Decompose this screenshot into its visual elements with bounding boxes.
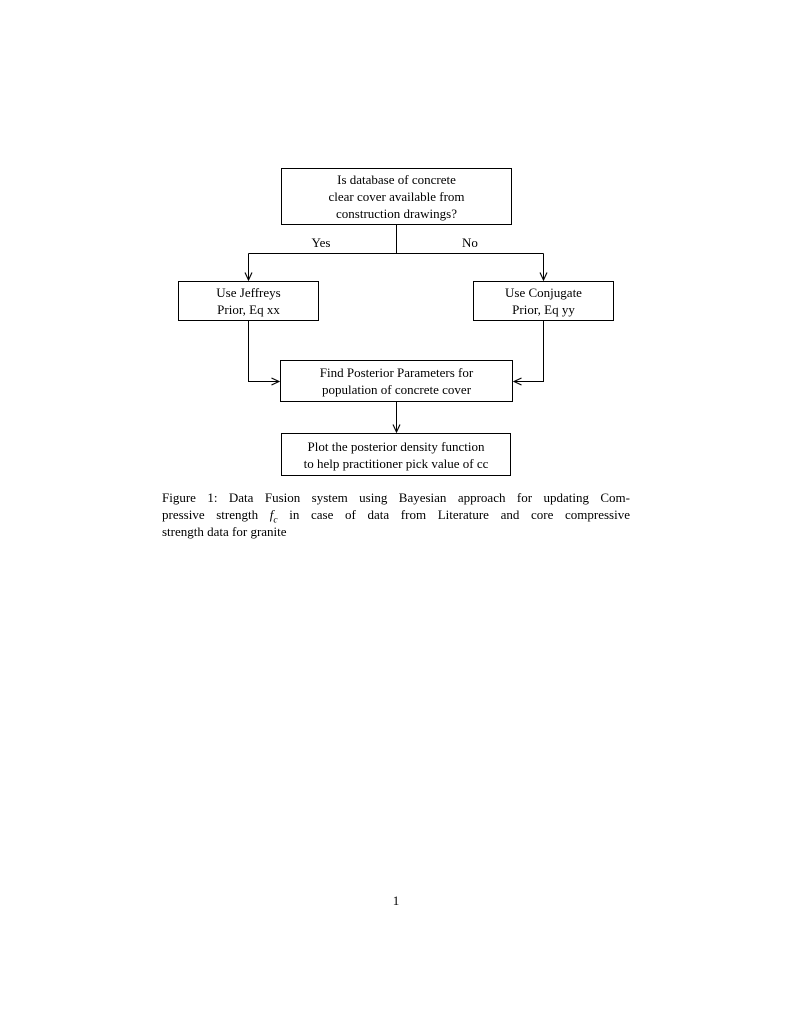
caption-line-1: Figure 1: Data Fusion system using Bayes…: [162, 490, 630, 505]
caption-line-2: pressive strength fc in case of data fro…: [162, 506, 630, 526]
node-text-line: Find Posterior Parameters for: [319, 365, 474, 380]
node-text-line: construction drawings?: [336, 206, 457, 221]
caption-line-3: strength data for granite: [162, 524, 287, 539]
node-text-line: Prior, Eq xx: [217, 302, 280, 317]
connector-conjugate-to-posterior: [514, 321, 544, 382]
node-text-line: Prior, Eq yy: [512, 302, 575, 317]
node-text-line: Use Conjugate: [505, 285, 582, 300]
flowchart-node-decision: Is database of concrete clear cover avai…: [281, 168, 512, 225]
page-number: 1: [392, 893, 400, 908]
flowchart-node-conjugate-prior: Use Conjugate Prior, Eq yy: [473, 281, 614, 321]
node-text-line: Use Jeffreys: [216, 285, 281, 300]
caption-text-before-math: pressive strength: [162, 507, 270, 522]
edge-label-yes: Yes: [311, 235, 331, 250]
node-text-line: clear cover available from: [328, 189, 465, 204]
caption-text-after-math: in case of data from Literature and core…: [277, 507, 630, 522]
node-text-line: Plot the posterior density function: [307, 438, 485, 454]
flowchart-node-jeffreys-prior: Use Jeffreys Prior, Eq xx: [178, 281, 319, 321]
flowchart-node-plot-density: Plot the posterior density function to h…: [281, 433, 511, 476]
math-fc-variable: f: [269, 507, 274, 522]
edge-label-no: No: [462, 235, 478, 250]
connector-jeffreys-to-posterior: [248, 321, 280, 382]
figure-caption: Figure 1: Data Fusion system using Bayes…: [162, 489, 630, 540]
math-fc-subscript: c: [273, 515, 278, 526]
node-text-line: Is database of concrete: [337, 172, 456, 187]
node-text-line: to help practitioner pick value of cc: [303, 455, 489, 471]
node-text-line: population of concrete cover: [321, 382, 472, 397]
flowchart-node-posterior-parameters: Find Posterior Parameters for population…: [280, 360, 513, 402]
